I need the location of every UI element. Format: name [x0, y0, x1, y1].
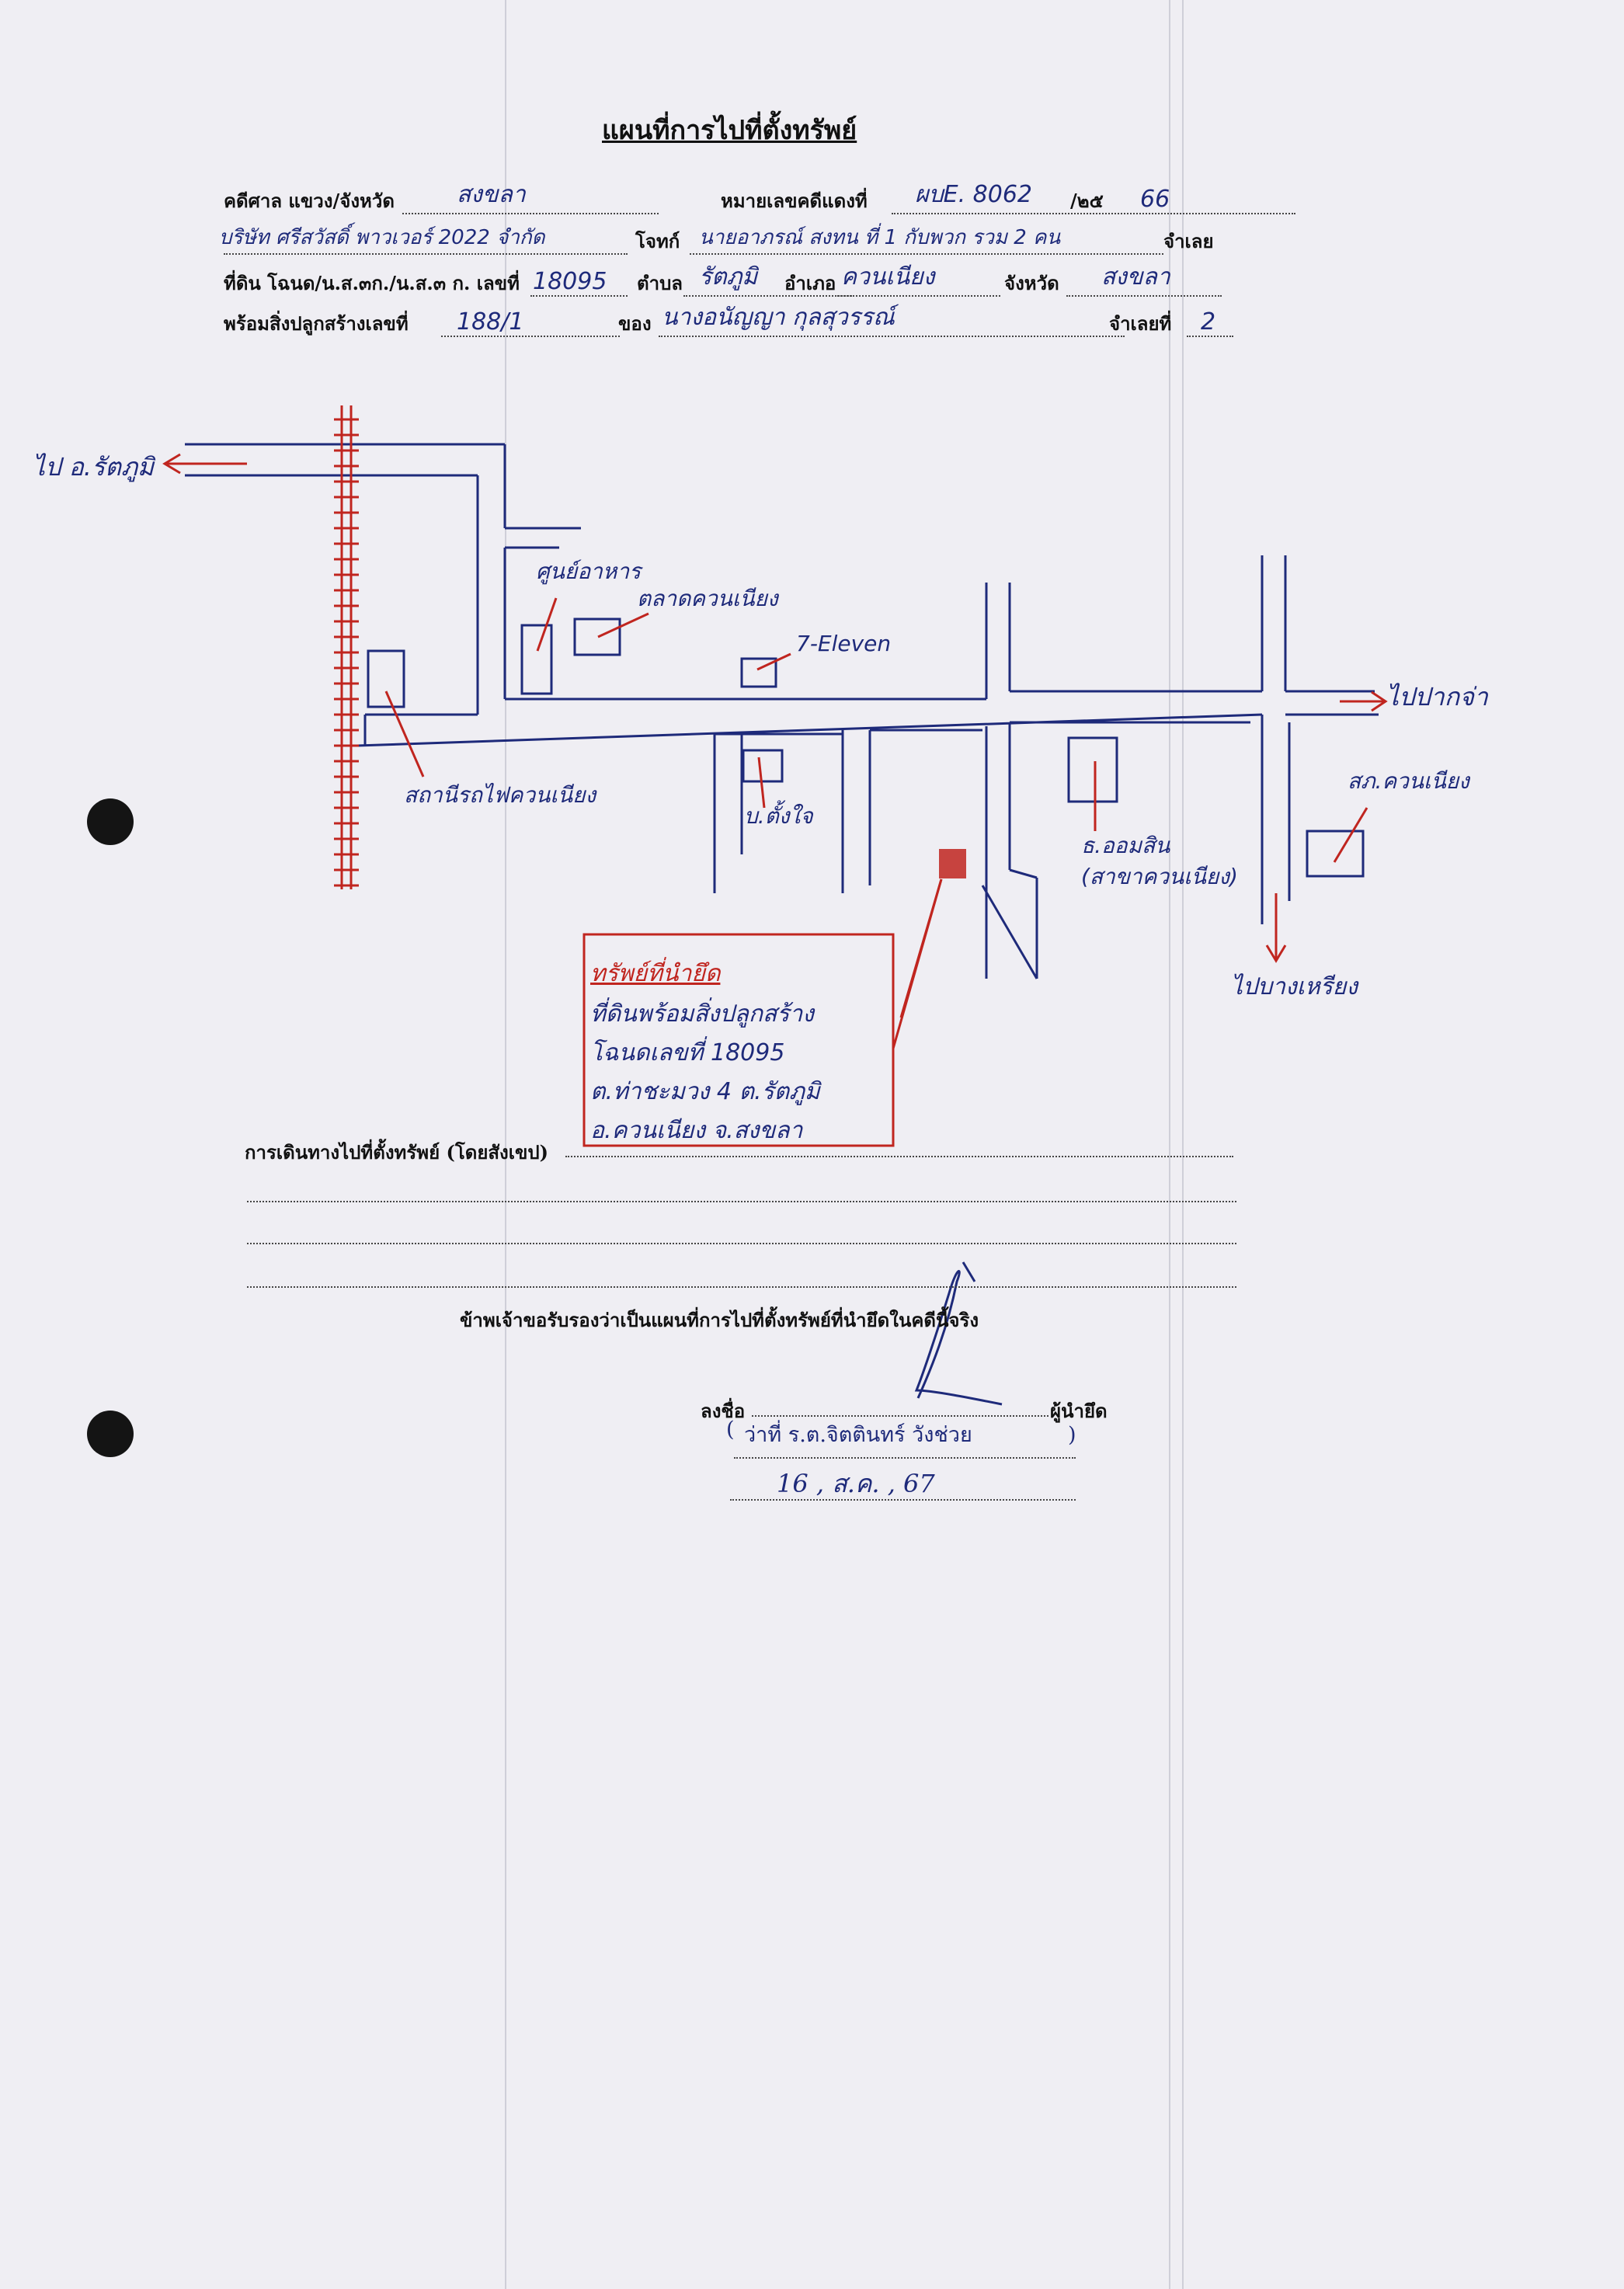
signature-date: 16 , ส.ค. , 67 [777, 1469, 935, 1498]
label-market: ตลาดควนเนียง [637, 586, 780, 611]
label-to-west: ไป อ.รัตภูมิ [33, 452, 156, 482]
label-bank-branch: (สาขาควนเนียง) [1081, 864, 1238, 889]
label-food-center: ศูนย์อาหาร [536, 558, 643, 585]
land-label: ที่ดิน โฉนด/น.ส.๓ก./น.ส.๓ ก. เลขที่ [224, 272, 520, 294]
dotted-line [402, 213, 659, 214]
label-house-a: บ.ตั้งใจ [744, 800, 814, 829]
label-bank: ธ.ออมสิน [1081, 833, 1170, 858]
dotted-line [1066, 295, 1222, 297]
punch-hole [87, 1411, 134, 1457]
buildings [367, 617, 1365, 878]
dotted-line [1187, 336, 1233, 337]
case-no-label: หมายเลขคดีแดงที่ [721, 190, 868, 212]
defendant-label: จำเลย [1163, 230, 1214, 252]
callout-line: โฉนดเลขที่ 18095 [590, 1036, 784, 1066]
dotted-line [683, 295, 854, 297]
signature-scribble [914, 1261, 1003, 1406]
building-label: พร้อมสิ่งปลูกสร้างเลขที่ [224, 312, 409, 335]
form-row-court: คดีศาล แขวง/จังหวัด สงขลา หมายเลขคดีแดงท… [224, 181, 1295, 217]
dotted-line [837, 295, 1000, 297]
form-row-parties: บริษัท ศรีสวัสดิ์ พาวเวอร์ 2022 จำกัด โจ… [219, 224, 1226, 258]
dotted-line [690, 253, 1163, 255]
role-label: ผู้นำยึด [1050, 1400, 1108, 1422]
dotted-line [734, 1457, 1076, 1459]
fold-line [505, 0, 506, 2289]
callout-line: ที่ดินพร้อมสิ่งปลูกสร้าง [590, 997, 815, 1028]
road-lines [185, 443, 1379, 979]
dotted-line [752, 1415, 1048, 1417]
defendant-no-value: 2 [1201, 308, 1216, 336]
defendant-no-label: จำเลยที่ [1109, 312, 1172, 335]
dotted-line [224, 253, 628, 255]
pointer-lines [162, 453, 1388, 1049]
label-shop: 7-Eleven [796, 631, 891, 656]
plaintiff-value: บริษัท ศรีสวัสดิ์ พาวเวอร์ 2022 จำกัด [219, 226, 545, 249]
subdistrict-value: รัตภูมิ [699, 263, 758, 290]
district-label: อำเภอ [784, 272, 836, 294]
province-label: จังหวัด [1004, 272, 1059, 294]
directions-label: การเดินทางไปที่ตั้งทรัพย์ (โดยสังเขป) [245, 1141, 548, 1164]
certification-text: ข้าพเจ้าขอรับรองว่าเป็นแผนที่การไปที่ตั้… [460, 1309, 979, 1331]
form-row-building: พร้อมสิ่งปลูกสร้างเลขที่ 188/1 ของ นางอน… [224, 304, 1233, 340]
land-no-value: 18095 [533, 268, 607, 295]
case-no-value: ผบE. 8062 [915, 181, 1032, 208]
owner-value: นางอนัญญา กุลสุวรรณ์ [662, 304, 895, 331]
form-row-land: ที่ดิน โฉนด/น.ส.๓ก./น.ส.๓ ก. เลขที่ 1809… [224, 263, 1226, 300]
sign-label: ลงชื่อ [701, 1400, 746, 1422]
subdistrict-label: ตำบล [637, 272, 683, 294]
owner-label: ของ [618, 312, 652, 335]
dotted-line [441, 336, 620, 337]
dotted-line [892, 213, 1295, 214]
court-value: สงขลา [457, 181, 526, 208]
label-to-south: ไปบางเหรียง [1231, 973, 1359, 1000]
dotted-line [247, 1243, 1236, 1244]
dotted-line [530, 295, 628, 297]
property-marker [939, 849, 966, 878]
page-title: แผนที่การไปที่ตั้งทรัพย์ [602, 115, 857, 146]
label-to-east: ไปปากจ่า [1386, 682, 1489, 711]
officer-name-close: ) [1068, 1423, 1076, 1447]
dotted-line [247, 1201, 1236, 1202]
district-value: ควนเนียง [841, 263, 935, 290]
dotted-line [247, 1286, 1236, 1288]
railway [334, 405, 359, 889]
fold-line [1169, 0, 1170, 2289]
plaintiff-label: โจทก์ [635, 230, 680, 252]
dotted-line [659, 336, 1125, 337]
label-railway-station: สถานีรถไฟควนเนียง [404, 782, 598, 808]
officer-name-open: ( [726, 1418, 735, 1442]
defendant-value: นายอาภรณ์ สงทน ที่ 1 กับพวก รวม 2 คน [699, 226, 1061, 249]
court-label: คดีศาล แขวง/จังหวัด [224, 190, 395, 212]
year-label: /๒๕ [1070, 190, 1104, 212]
callout-line: อ.ควนเนียง จ.สงขลา [590, 1117, 803, 1144]
property-callout: ทรัพย์ที่นำยึด ที่ดินพร้อมสิ่งปลูกสร้าง … [582, 933, 895, 1147]
dotted-line [730, 1499, 1076, 1501]
year-value: 66 [1140, 186, 1170, 213]
callout-line: ทรัพย์ที่นำยึด [590, 957, 722, 987]
label-office: สภ.ควนเนียง [1348, 768, 1471, 794]
punch-hole [87, 798, 134, 845]
fold-line [1182, 0, 1184, 2289]
province-value: สงขลา [1101, 263, 1170, 290]
dotted-line [565, 1156, 1233, 1157]
officer-name: ว่าที่ ร.ต.จิตตินทร์ วังช่วย [744, 1423, 972, 1447]
building-value: 188/1 [457, 308, 524, 336]
callout-line: ต.ท่าชะมวง 4 ต.รัตภูมิ [590, 1078, 822, 1105]
